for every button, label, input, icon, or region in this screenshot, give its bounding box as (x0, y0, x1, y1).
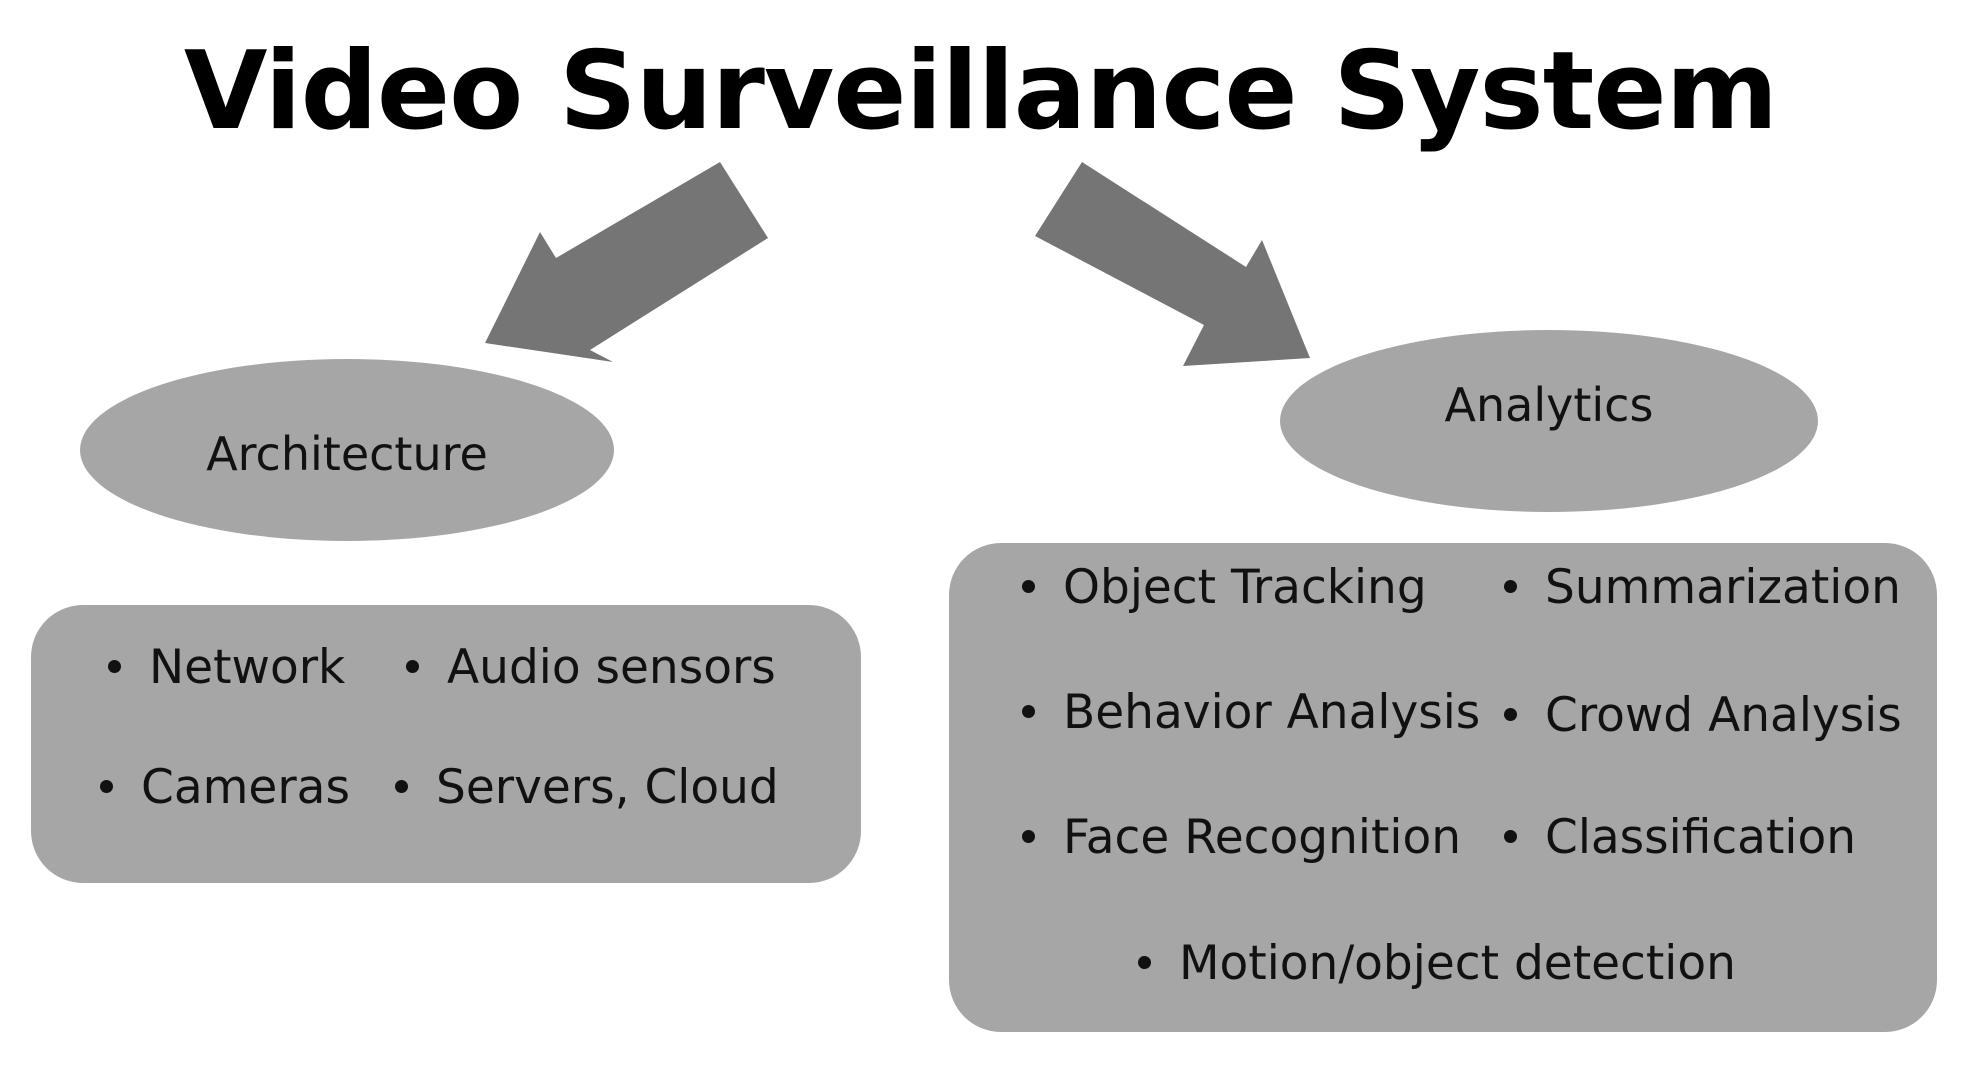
list-item-label: Cameras (141, 760, 350, 815)
list-item-label: Behavior Analysis (1063, 685, 1481, 740)
list-item: Behavior Analysis (1022, 683, 1480, 743)
architecture-label: Architecture (206, 427, 488, 481)
list-item-label: Network (149, 640, 346, 695)
list-item-label: Object Tracking (1063, 560, 1427, 615)
bullet-icon (1504, 830, 1517, 843)
list-item-label: Servers, Cloud (436, 760, 779, 815)
page-title: Video Surveillance System (183, 29, 1778, 154)
list-item-label: Face Recognition (1063, 810, 1461, 865)
arrow-to-analytics (1035, 162, 1310, 366)
analytics-ellipse: Analytics (1280, 330, 1818, 512)
list-item-label: Classification (1545, 810, 1856, 865)
bullet-icon (1504, 580, 1517, 593)
list-item: Network (108, 638, 345, 698)
list-item: Crowd Analysis (1504, 686, 1902, 746)
analytics-box (949, 543, 1937, 1032)
list-item-label: Summarization (1545, 560, 1901, 615)
list-item: Summarization (1504, 558, 1901, 618)
arrow-to-architecture (485, 162, 768, 362)
architecture-ellipse: Architecture (80, 359, 614, 541)
bullet-icon (395, 780, 408, 793)
architecture-box (31, 605, 861, 883)
list-item-label: Motion/object detection (1179, 936, 1736, 991)
list-item: Motion/object detection (1138, 934, 1736, 994)
list-item: Classification (1504, 808, 1856, 868)
list-item: Object Tracking (1022, 558, 1427, 618)
list-item: Cameras (100, 758, 350, 818)
bullet-icon (1504, 708, 1517, 721)
list-item: Face Recognition (1022, 808, 1461, 868)
list-item-label: Crowd Analysis (1545, 688, 1902, 743)
list-item: Servers, Cloud (395, 758, 779, 818)
list-item-label: Audio sensors (447, 640, 776, 695)
list-item: Audio sensors (406, 638, 776, 698)
bullet-icon (108, 660, 121, 673)
analytics-label: Analytics (1444, 378, 1654, 432)
bullet-icon (100, 780, 113, 793)
bullet-icon (406, 660, 419, 673)
bullet-icon (1022, 580, 1035, 593)
bullet-icon (1022, 830, 1035, 843)
bullet-icon (1022, 705, 1035, 718)
bullet-icon (1138, 956, 1151, 969)
